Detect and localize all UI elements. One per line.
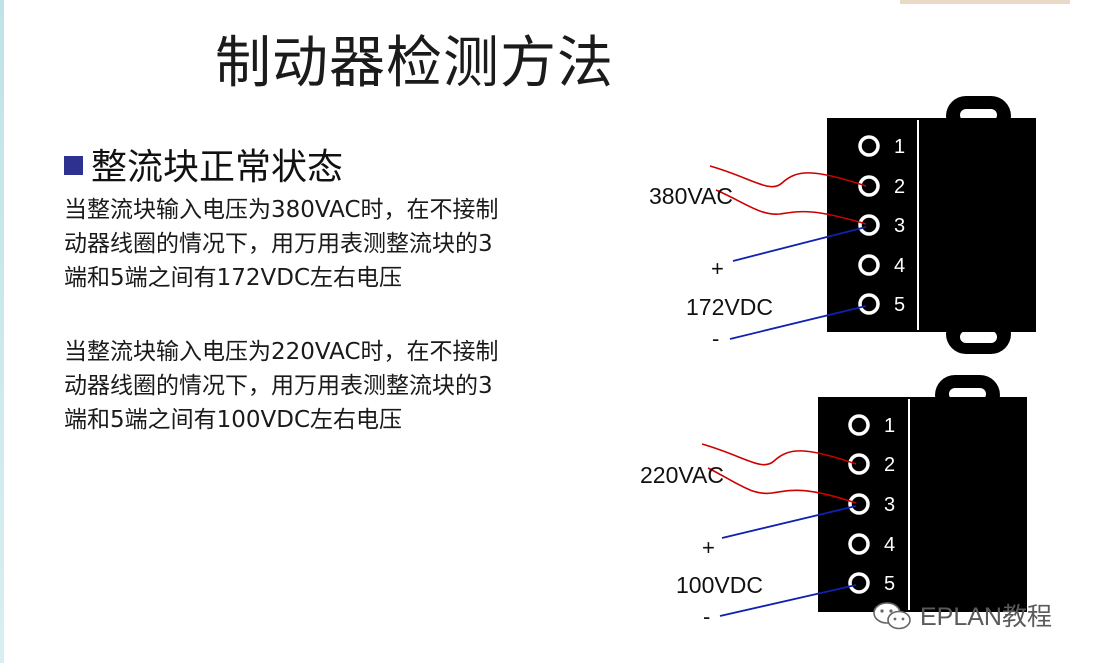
watermark: EPLAN教程 [872, 597, 1052, 633]
ac-wire [707, 467, 857, 504]
paragraph-line: 当整流块输入电压为380VAC时，在不接制 [64, 197, 499, 223]
pin-label: 2 [884, 454, 895, 476]
terminal-5 [848, 572, 870, 594]
pin-label: 5 [894, 294, 905, 316]
rectifier-diagram-1: 1 2 3 4 5 380VAC + 172VDC - [649, 96, 1036, 354]
wechat-icon [873, 602, 911, 630]
dc-probe-negative [719, 584, 857, 617]
pin-label: 4 [884, 534, 895, 556]
pin-label: 3 [884, 494, 895, 516]
pin-label: 1 [884, 415, 895, 437]
paragraph-line: 端和5端之间有100VDC左右电压 [64, 407, 403, 433]
dc-voltage-label: 172VDC [686, 294, 773, 320]
pin-label: 4 [894, 255, 905, 277]
ac-wire [715, 189, 867, 225]
terminal-2 [848, 453, 870, 475]
minus-label: - [703, 604, 710, 629]
mounting-hole-bottom [960, 331, 997, 343]
terminal-1 [858, 135, 880, 157]
top-edge-strip [900, 0, 1070, 4]
ac-wire [709, 165, 867, 188]
section-heading: 整流块正常状态 [64, 138, 343, 190]
ac-wire [701, 443, 857, 466]
terminal-2 [858, 175, 880, 197]
paragraph-line: 动器线圈的情况下，用万用表测整流块的3 [64, 231, 493, 257]
paragraph-line: 动器线圈的情况下，用万用表测整流块的3 [64, 373, 493, 399]
pin-label: 3 [894, 215, 905, 237]
terminal-5 [858, 293, 880, 315]
paragraph-line: 当整流块输入电压为220VAC时，在不接制 [64, 339, 499, 365]
terminal-1 [848, 414, 870, 436]
terminal-3 [848, 493, 870, 515]
dc-probe-positive [721, 505, 857, 539]
plus-label: + [711, 256, 724, 281]
dc-probe-positive [732, 226, 867, 262]
ac-voltage-label: 380VAC [649, 183, 733, 209]
terminal-4 [848, 533, 870, 555]
dc-probe-negative [729, 305, 867, 340]
rectifier-diagram-2: 1 2 3 4 5 220VAC + 100VDC - [640, 375, 1027, 629]
paragraph-line: 端和5端之间有172VDC左右电压 [64, 265, 403, 291]
pin-label: 5 [884, 573, 895, 595]
slide-title: 制动器检测方法 [215, 31, 614, 96]
terminal-3 [858, 214, 880, 236]
minus-label: - [712, 326, 719, 351]
square-bullet-icon [64, 156, 83, 175]
watermark-text: EPLAN教程 [920, 603, 1052, 631]
paragraph-380vac: 当整流块输入电压为380VAC时，在不接制 动器线圈的情况下，用万用表测整流块的… [64, 193, 574, 295]
section-heading-text: 整流块正常状态 [91, 147, 344, 188]
terminal-4 [858, 254, 880, 276]
dc-voltage-label: 100VDC [676, 572, 763, 598]
plus-label: + [702, 535, 715, 560]
pin-label: 1 [894, 136, 905, 158]
paragraph-220vac: 当整流块输入电压为220VAC时，在不接制 动器线圈的情况下，用万用表测整流块的… [64, 335, 574, 437]
left-edge-strip [0, 0, 4, 663]
pin-label: 2 [894, 176, 905, 198]
ac-voltage-label: 220VAC [640, 462, 724, 488]
